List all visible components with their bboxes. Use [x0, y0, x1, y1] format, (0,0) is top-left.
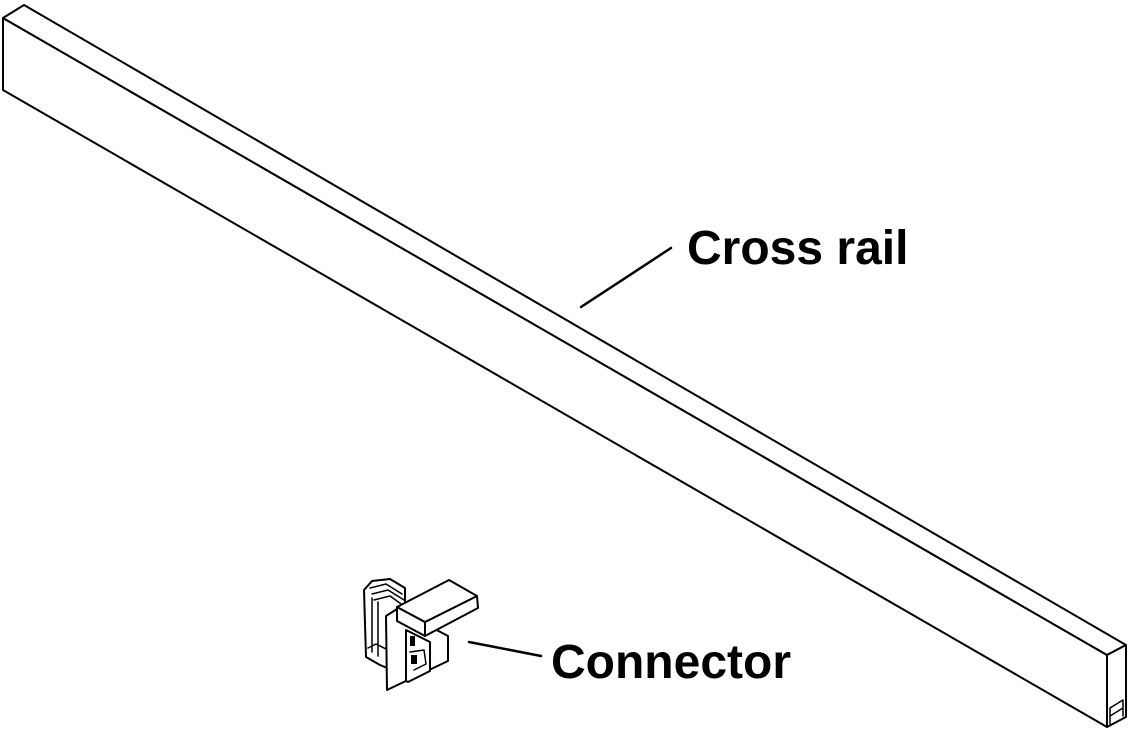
connector-latch	[411, 655, 417, 664]
cross-rail	[2, 4, 1127, 728]
cross-rail-top-face	[2, 4, 1127, 656]
cross-rail-front-face	[2, 17, 1108, 728]
connector-clip-rib	[373, 595, 405, 607]
connector-window-detail	[409, 649, 427, 671]
connector-label: Connector	[551, 636, 791, 689]
cross-rail-hollow-edge	[1109, 707, 1124, 717]
connector-tab-top	[396, 579, 478, 623]
connector-latch	[410, 636, 415, 646]
connector	[363, 578, 479, 691]
cross-rail-label: Cross rail	[687, 222, 908, 275]
connector-clip-rib	[371, 589, 405, 601]
cross-rail-leader-line	[579, 246, 673, 309]
connector-leader-line	[467, 640, 543, 658]
cross-rail-hollow-edge	[1109, 699, 1124, 717]
connector-clip-rib	[369, 583, 403, 595]
